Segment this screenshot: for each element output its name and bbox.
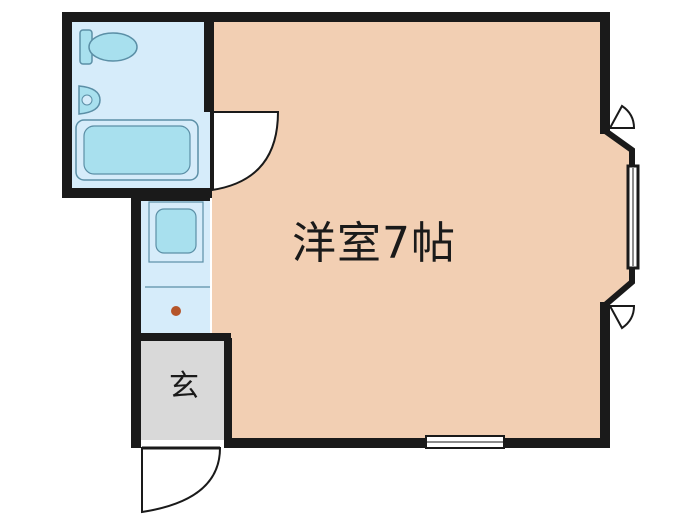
- entrance-door: [141, 446, 222, 514]
- entrance-right-wall: [224, 338, 232, 440]
- bay-window-floor: [604, 130, 630, 306]
- entrance-label: 玄: [169, 369, 199, 404]
- water-heater-marker-icon: [171, 306, 181, 316]
- window-shutter-top-icon: [608, 104, 636, 129]
- bathroom-door: [210, 111, 280, 192]
- entrance-top-wall: [141, 333, 231, 341]
- washbasin-icon: [78, 85, 101, 115]
- bathtub-icon: [75, 119, 199, 181]
- top-wall: [62, 12, 610, 22]
- window-shutter-bottom-icon: [608, 305, 636, 330]
- bathroom-left-wall: [62, 12, 72, 198]
- bottom-wall: [224, 438, 610, 448]
- entrance-floor: [140, 340, 224, 440]
- door-swing-icon: [211, 111, 280, 192]
- bottom-window: [425, 435, 505, 449]
- bay-window: [602, 104, 640, 330]
- western-room-label: 洋室7帖: [292, 218, 456, 269]
- door-swing-icon: [141, 447, 222, 514]
- bathroom-right-wall-upper: [204, 12, 214, 112]
- walls: [62, 12, 610, 448]
- right-wall-lower: [600, 302, 610, 448]
- right-wall-upper: [600, 12, 610, 134]
- toilet-icon: [79, 29, 138, 65]
- western-room-floor: [212, 20, 604, 440]
- bottom-wall-left: [131, 438, 141, 448]
- kitchen-left-wall: [131, 190, 141, 448]
- sink-icon: [148, 201, 204, 263]
- kitchen-divider: [141, 195, 210, 201]
